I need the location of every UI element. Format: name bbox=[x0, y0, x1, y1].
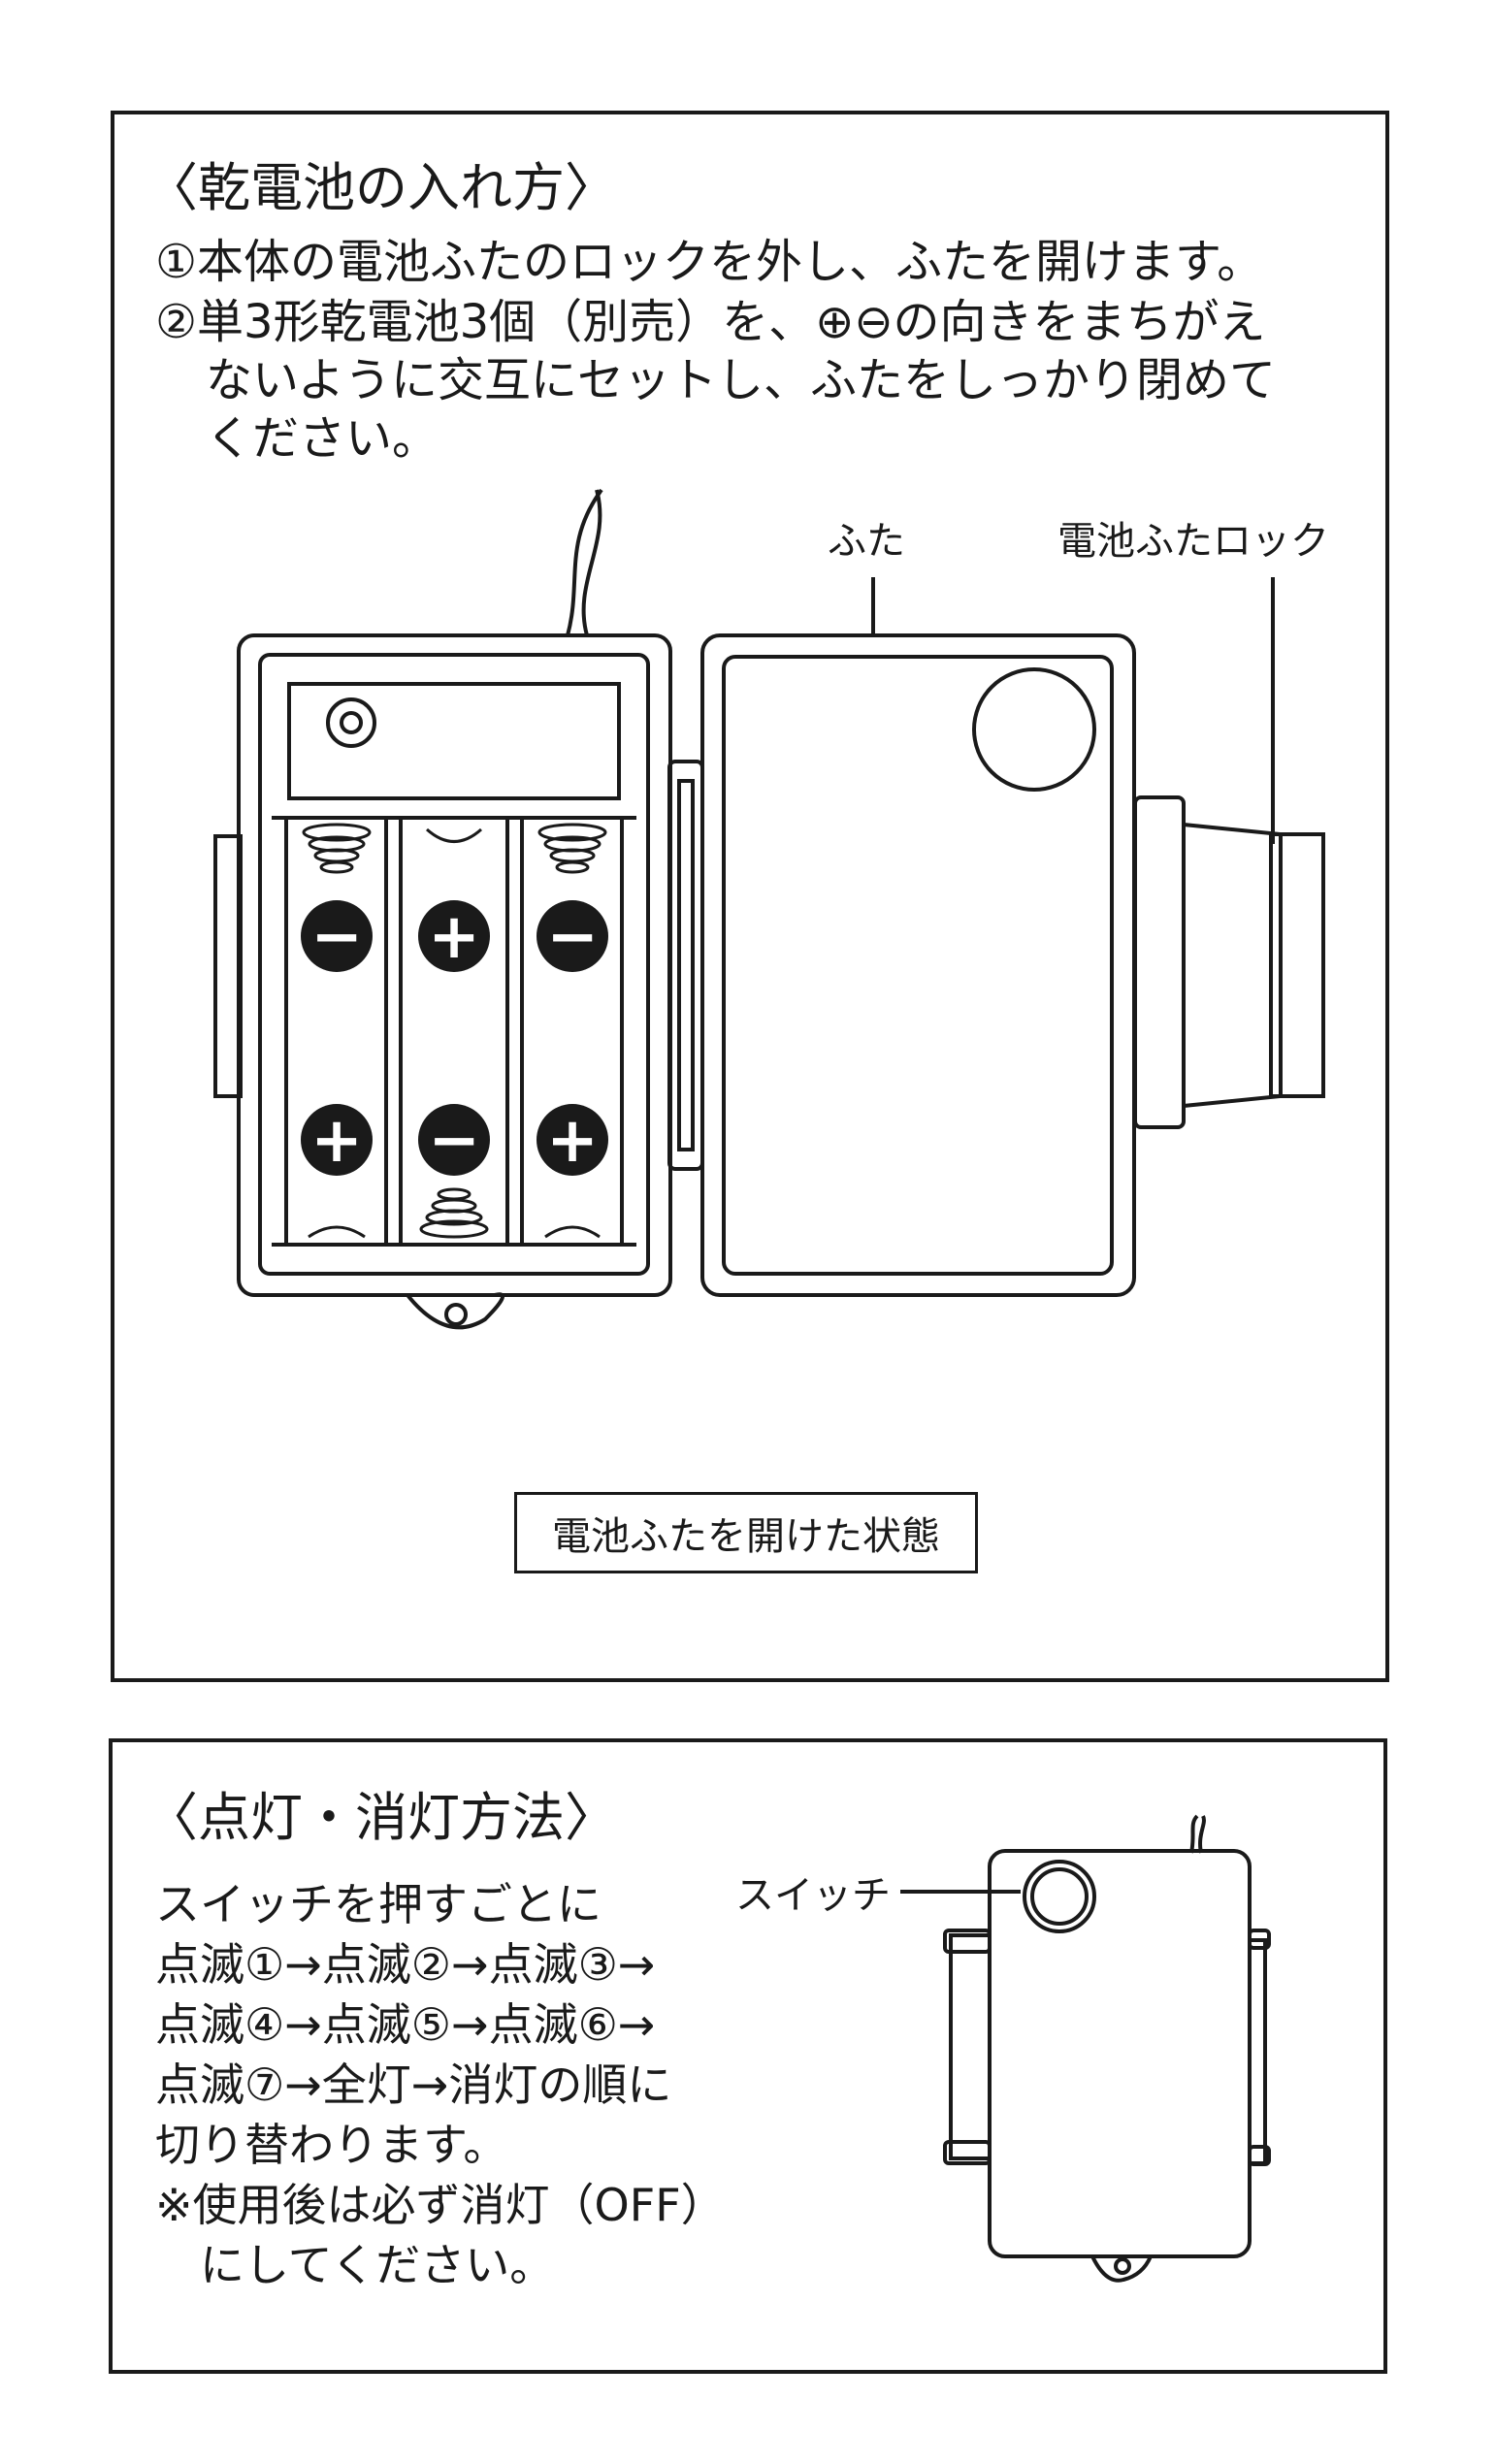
step-2-line-2: ないように交互にセットし、ふたをしっかり閉めて bbox=[206, 353, 1277, 407]
switch-desc-line-6: ※使用後は必ず消灯（OFF） bbox=[155, 2179, 726, 2231]
switch-label: スイッチ bbox=[735, 1873, 891, 1918]
step-2-line-3: ください。 bbox=[206, 411, 439, 466]
switch-desc-line-3: 点滅④→点滅⑤→点滅⑥→ bbox=[155, 1998, 656, 2051]
switch-desc-line-4: 点滅⑦→全灯→消灯の順に bbox=[155, 2059, 672, 2111]
lid-label: ふた bbox=[828, 519, 905, 564]
switch-heading: 〈点灯・消灯方法〉 bbox=[146, 1787, 617, 1848]
battery-heading: 〈乾電池の入れ方〉 bbox=[146, 157, 617, 218]
step-2-line-1: ②単3形乾電池3個（別売）を、⊕⊖の向きをまちがえ bbox=[155, 295, 1266, 349]
switch-desc-line-5: 切り替わります。 bbox=[155, 2119, 508, 2171]
switch-desc-line-2: 点滅①→点滅②→点滅③→ bbox=[155, 1938, 656, 1991]
switch-desc-line-7: にしてください。 bbox=[155, 2239, 555, 2291]
diagram-caption: 電池ふたを開けた状態 bbox=[514, 1492, 978, 1573]
switch-desc-line-1: スイッチを押すごとに bbox=[155, 1878, 602, 1930]
lid-lock-label: 電池ふたロック bbox=[1057, 519, 1329, 564]
step-1: ①本体の電池ふたのロックを外し、ふたを開けます。 bbox=[155, 235, 1264, 289]
